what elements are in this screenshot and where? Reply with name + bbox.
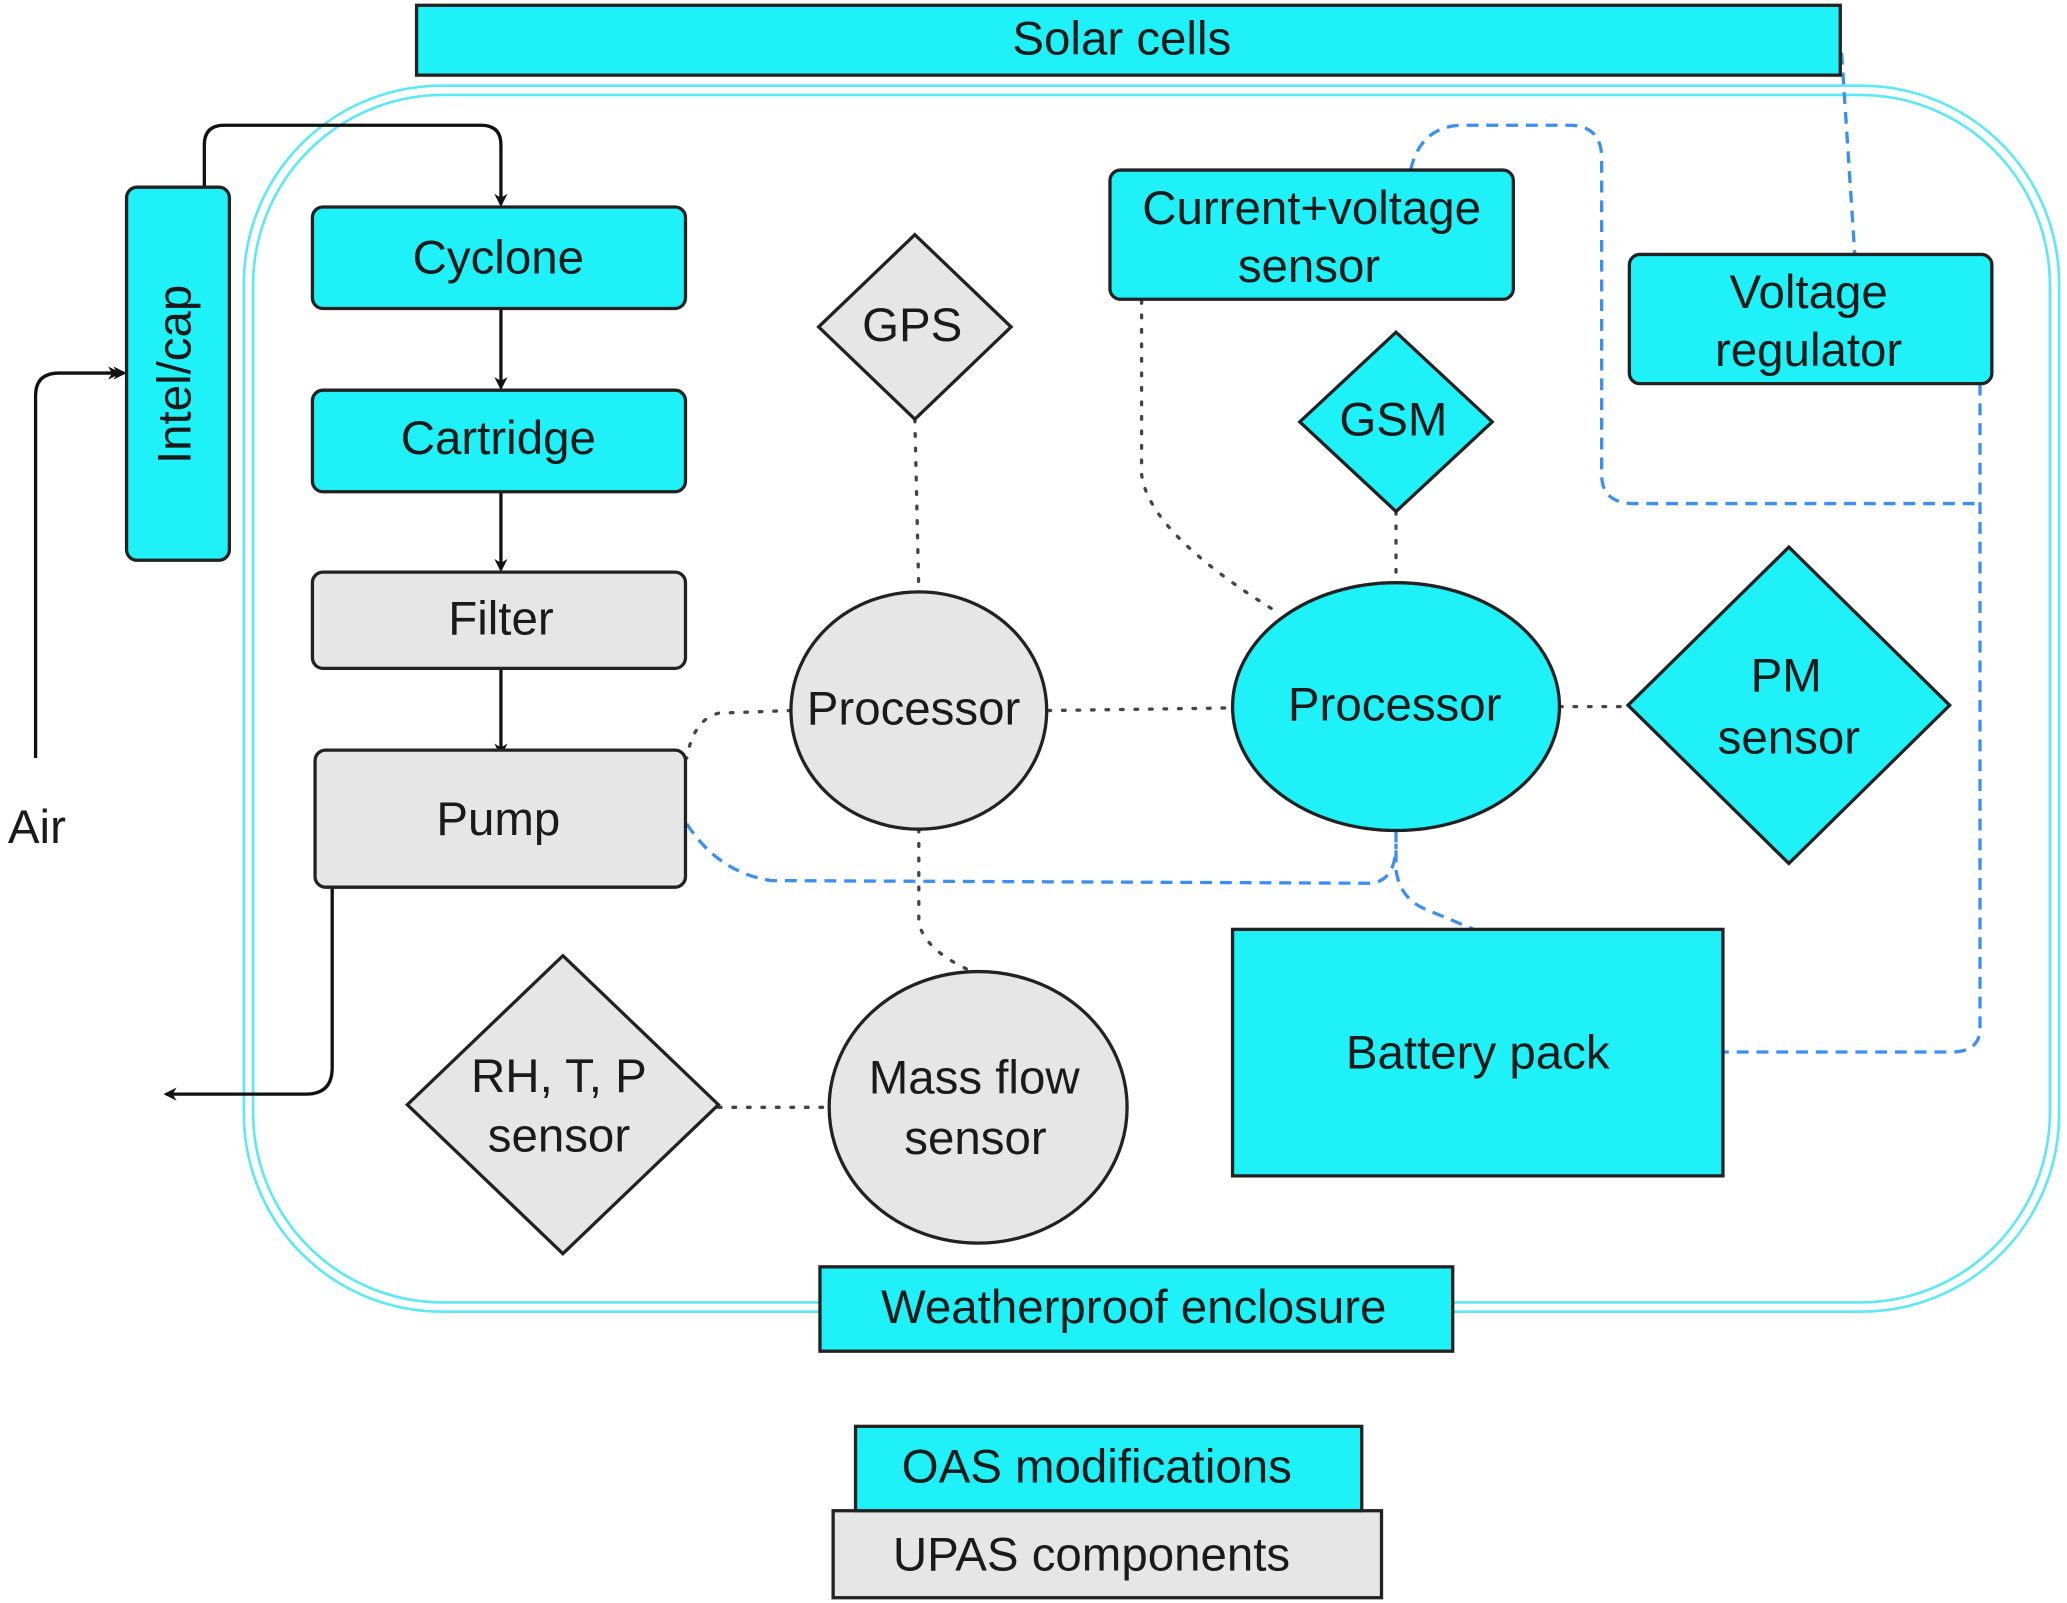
voltage-regulator-label-2: regulator — [1715, 324, 1902, 377]
current-voltage-sensor-label-1: Current+voltage — [1142, 181, 1481, 234]
pm-sensor-label-2: sensor — [1718, 711, 1861, 764]
filter-label: Filter — [448, 593, 554, 646]
processor-upas: Processor — [789, 590, 1049, 831]
air-inlet-arrow — [108, 366, 122, 380]
exhaust-arrow — [163, 887, 334, 1101]
intake-to-cyclone-arrow — [202, 123, 508, 207]
pm-sensor-label-1: PM — [1751, 649, 1822, 702]
battery-pack-label: Battery pack — [1346, 1026, 1610, 1079]
pm-sensor: PM sensor — [1625, 544, 1953, 866]
regulator-battery-power — [1724, 383, 1982, 1054]
pump-power — [685, 823, 1398, 885]
voltage-regulator: Voltage regulator — [1627, 252, 1994, 386]
mass-flow-sensor-label-1: Mass flow — [869, 1051, 1081, 1104]
rh-t-p-sensor-label-1: RH, T, P — [471, 1050, 647, 1103]
cyclone: Cyclone — [310, 205, 688, 311]
processor-battery-power — [1394, 830, 1475, 931]
mass-flow-sensor-label-2: sensor — [904, 1112, 1047, 1165]
svg-text:Current+voltage: Current+voltage — [1142, 181, 1481, 234]
voltage-regulator-label-1: Voltage — [1729, 266, 1887, 319]
rh-t-p-sensor-label-2: sensor — [488, 1110, 631, 1163]
gsm-label: GSM — [1339, 394, 1447, 447]
cartridge: Cartridge — [310, 388, 688, 494]
filter: Filter — [310, 570, 688, 671]
weatherproof-enclosure: Weatherproof enclosure — [818, 1265, 1455, 1353]
mass-flow-link — [917, 827, 978, 975]
current-voltage-sensor-label-2: sensor — [1238, 239, 1381, 292]
processor-oas-label: Processor — [1288, 678, 1502, 731]
solar-cells-label: Solar cells — [1012, 13, 1231, 66]
air-label: Air — [8, 801, 66, 854]
gps: GPS — [816, 232, 1014, 422]
gsm: GSM — [1297, 329, 1495, 514]
mass-flow-sensor: Mass flow sensor — [827, 969, 1129, 1245]
svg-text:sensor: sensor — [1238, 239, 1381, 292]
current-sensor-link — [1139, 298, 1281, 615]
battery-pack: Battery pack — [1230, 927, 1725, 1178]
gps-link — [913, 417, 921, 594]
current-voltage-sensor: Current+voltage sensor — [1108, 168, 1515, 301]
pump: Pump — [313, 748, 688, 889]
weatherproof-enclosure-label: Weatherproof enclosure — [881, 1281, 1386, 1334]
air-inlet-arrow-line — [33, 366, 127, 758]
pump-processor-link — [685, 708, 793, 760]
rh-t-p-sensor: RH, T, P sensor — [404, 953, 721, 1256]
intake-cap: Intel/cap — [124, 185, 232, 562]
processor-oas: Processor — [1230, 581, 1562, 833]
gps-label: GPS — [862, 299, 962, 352]
intake-cap-label: Intel/cap — [148, 285, 201, 464]
pump-label: Pump — [436, 793, 560, 846]
cartridge-label: Cartridge — [401, 412, 596, 465]
legend-upas-label: UPAS components — [893, 1529, 1290, 1582]
solar-cells: Solar cells — [414, 3, 1842, 77]
processor-upas-label: Processor — [807, 682, 1021, 735]
cyclone-label: Cyclone — [413, 232, 584, 285]
current-sensor-power — [1408, 123, 1980, 506]
solar-regulator-power — [1839, 52, 1857, 255]
processor-processor-link — [1046, 706, 1235, 713]
legend-oas-label: OAS modifications — [902, 1440, 1292, 1493]
legend: OAS modifications UPAS components — [831, 1424, 1384, 1600]
